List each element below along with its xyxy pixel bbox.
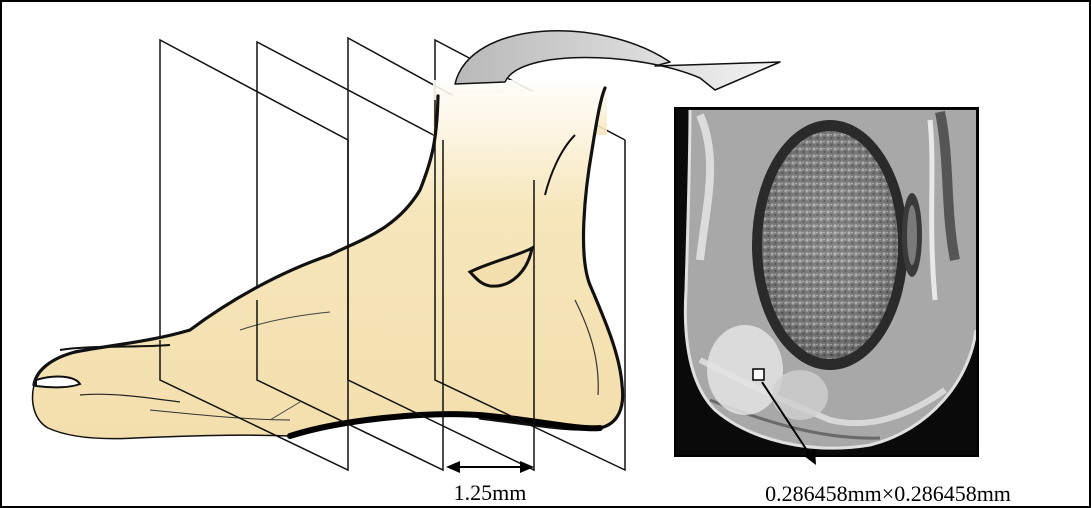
curved-arrow-icon [455,31,780,90]
pixel-size-label: 0.286458mm×0.286458mm [765,481,1011,506]
mri-axial-slice [675,108,978,456]
pixel-marker [753,369,764,380]
slice-spacing-label: 1.25mm [454,480,527,505]
slice-spacing-dimension: 1.25mm [446,461,534,505]
